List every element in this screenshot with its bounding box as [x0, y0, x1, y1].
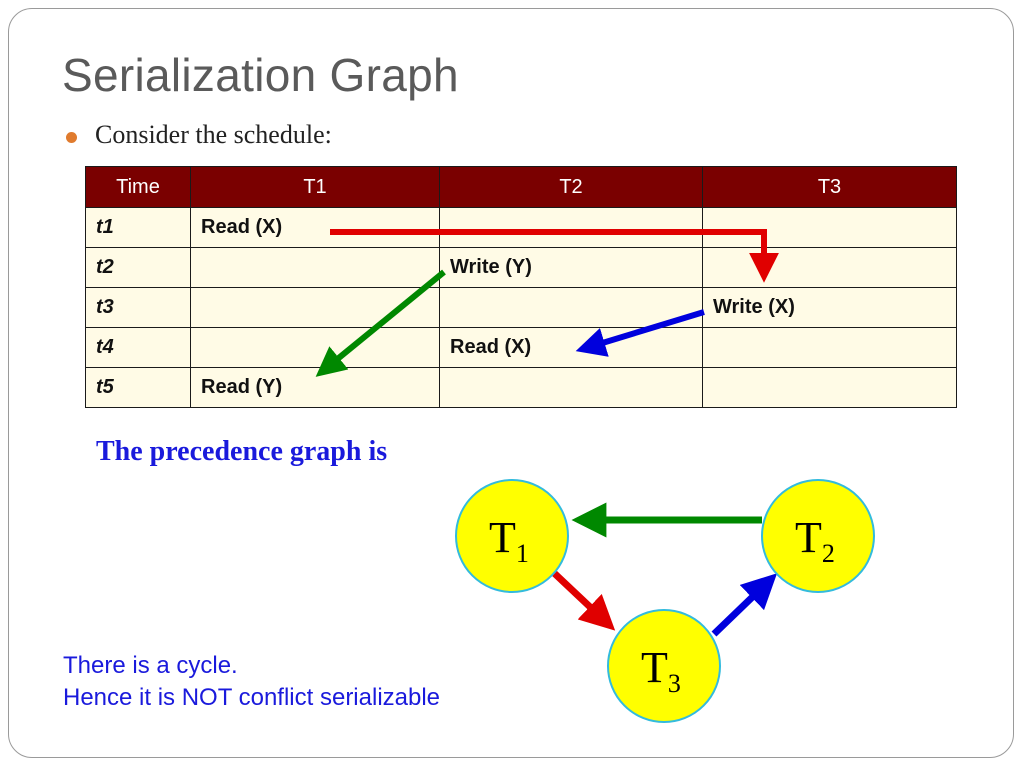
t3-cell — [702, 327, 957, 368]
t2-cell: Read (X) — [439, 327, 703, 368]
schedule-table: Time T1 T2 T3 t1 Read (X) t2 Write (Y) t… — [85, 166, 957, 408]
t3-cell — [702, 207, 957, 248]
header-t2: T2 — [439, 166, 703, 208]
time-cell: t4 — [85, 327, 191, 368]
time-cell: t3 — [85, 287, 191, 328]
t2-cell — [439, 287, 703, 328]
header-t1: T1 — [190, 166, 440, 208]
table-header-row: Time T1 T2 T3 — [85, 166, 957, 208]
t2-cell — [439, 367, 703, 408]
table-row: t1 Read (X) — [85, 207, 957, 248]
table-row: t2 Write (Y) — [85, 247, 957, 288]
conclusion-line-2: Hence it is NOT conflict serializable — [63, 684, 441, 711]
t2-cell: Write (Y) — [439, 247, 703, 288]
time-cell: t5 — [85, 367, 191, 408]
bullet-dot-icon — [66, 132, 77, 143]
conclusion-text: There is a cycle. Hence it is NOT confli… — [63, 650, 440, 714]
t1-cell: Read (Y) — [190, 367, 440, 408]
graph-heading: The precedence graph is — [96, 436, 388, 467]
t1-cell — [190, 327, 440, 368]
slide-title: Serialization Graph — [62, 49, 459, 101]
t1-cell — [190, 287, 440, 328]
table-row: t4 Read (X) — [85, 327, 957, 368]
t3-cell — [702, 247, 957, 288]
t3-cell — [702, 367, 957, 408]
time-cell: t1 — [85, 207, 191, 248]
conclusion-line-1: There is a cycle. — [63, 652, 238, 679]
t2-cell — [439, 207, 703, 248]
bullet-text: Consider the schedule: — [95, 120, 332, 149]
header-time: Time — [85, 166, 191, 208]
time-cell: t2 — [85, 247, 191, 288]
t3-cell: Write (X) — [702, 287, 957, 328]
header-t3: T3 — [702, 166, 957, 208]
table-row: t3 Write (X) — [85, 287, 957, 328]
t1-cell: Read (X) — [190, 207, 440, 248]
table-row: t5 Read (Y) — [85, 367, 957, 408]
t1-cell — [190, 247, 440, 288]
